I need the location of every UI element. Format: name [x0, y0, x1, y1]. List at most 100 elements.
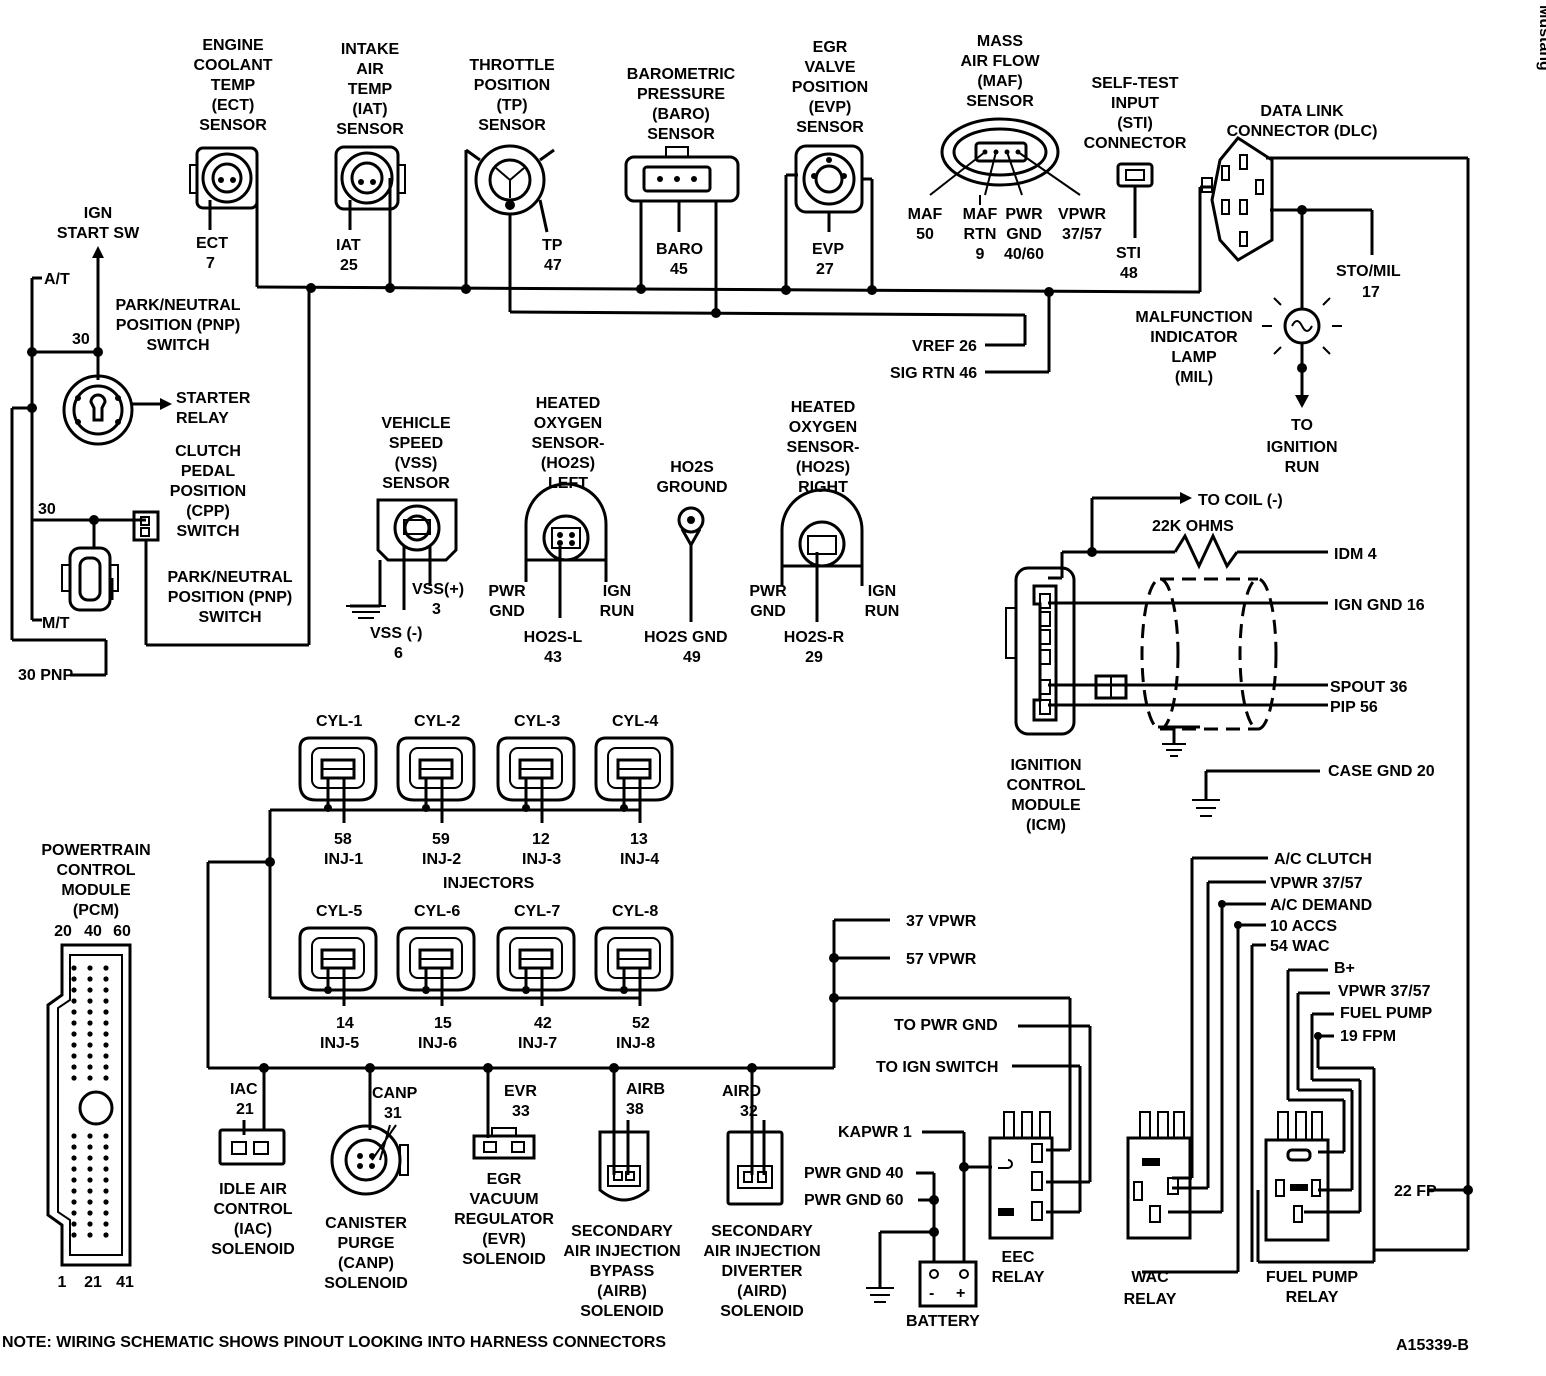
pwr-gnd-60-label: PWR GND 60 — [804, 1192, 904, 1209]
svg-text:20: 20 — [54, 923, 72, 940]
case-gnd-label: CASE GND 20 — [1328, 763, 1435, 780]
evp-sensor-label: EGR VALVE POSITION (EVP) SENSOR — [792, 39, 868, 136]
tp-connector-icon — [464, 144, 555, 312]
svg-text:RTN: RTN — [964, 226, 997, 243]
svg-text:GND: GND — [489, 603, 525, 620]
svg-text:(BARO): (BARO) — [652, 106, 710, 123]
pcm-label: POWERTRAIN CONTROL MODULE (PCM) — [41, 842, 150, 919]
injector-pin-number: 52 — [632, 1015, 650, 1032]
svg-text:OXYGEN: OXYGEN — [534, 415, 602, 432]
svg-text:REGULATOR: REGULATOR — [454, 1211, 554, 1228]
injector-name: INJ-7 — [518, 1035, 557, 1052]
fuel-pump-relay-wiring — [1256, 968, 1473, 1264]
fp22-label: 22 FP — [1394, 1183, 1437, 1200]
vss-plus-number: 3 — [432, 601, 441, 618]
svg-text:FUEL PUMP: FUEL PUMP — [1266, 1269, 1358, 1286]
pnp30-label: 30 PNP — [18, 667, 73, 684]
svg-text:INTAKE: INTAKE — [341, 41, 400, 58]
svg-text:RELAY: RELAY — [176, 410, 229, 427]
baro-pin-name: BARO — [656, 241, 703, 258]
injector-row-top: CYL-158INJ-1CYL-259INJ-2CYL-312INJ-3CYL-… — [298, 713, 674, 868]
svg-text:BYPASS: BYPASS — [590, 1263, 655, 1280]
svg-text:SWITCH: SWITCH — [176, 523, 239, 540]
ho2s-left-pins: PWR GND IGN RUN HO2S-L 43 — [488, 583, 634, 666]
svg-text:PWR: PWR — [749, 583, 787, 600]
accs-label: 10 ACCS — [1270, 918, 1337, 935]
pcm-bottom-pins: 1 21 41 — [58, 1274, 134, 1291]
wac-relay-wiring — [1142, 856, 1268, 1274]
svg-text:POWERTRAIN: POWERTRAIN — [41, 842, 150, 859]
svg-text:9: 9 — [976, 246, 985, 263]
ect-connector-icon — [189, 146, 259, 287]
svg-text:SENSOR: SENSOR — [199, 117, 267, 134]
svg-text:POSITION: POSITION — [170, 483, 246, 500]
iat-pin-name: IAT — [336, 237, 361, 254]
svg-text:(HO2S): (HO2S) — [796, 459, 850, 476]
injector-row-bottom: CYL-514INJ-5CYL-615INJ-6CYL-742INJ-7CYL-… — [298, 903, 674, 1052]
svg-text:START SW: START SW — [57, 225, 140, 242]
svg-text:RUN: RUN — [600, 603, 635, 620]
baro-sensor-label: BAROMETRIC PRESSURE (BARO) SENSOR — [627, 66, 736, 143]
vss-minus-name: VSS (-) — [370, 625, 422, 642]
pnp-switch-bottom-label: PARK/NEUTRAL POSITION (PNP) SWITCH — [167, 569, 292, 626]
sto-mil-number: 17 — [1362, 284, 1380, 301]
evr-pin-number: 33 — [512, 1103, 530, 1120]
svg-text:INPUT: INPUT — [1111, 95, 1159, 112]
mil-label: MALFUNCTION INDICATOR LAMP (MIL) — [1135, 309, 1252, 386]
injector-name: INJ-2 — [422, 851, 461, 868]
svg-text:SOLENOID: SOLENOID — [324, 1275, 408, 1292]
svg-text:CONTROL: CONTROL — [56, 862, 135, 879]
fuel-pump-relay-icon — [1264, 1111, 1330, 1242]
svg-text:HO2S-L: HO2S-L — [524, 629, 583, 646]
evr-solenoid-icon — [472, 1068, 536, 1160]
svg-text:MAF: MAF — [908, 206, 943, 223]
injector-name: INJ-6 — [418, 1035, 457, 1052]
injector-name: INJ-8 — [616, 1035, 655, 1052]
svg-text:HEATED: HEATED — [536, 395, 601, 412]
svg-text:DATA LINK: DATA LINK — [1260, 103, 1344, 120]
svg-text:SWITCH: SWITCH — [198, 609, 261, 626]
svg-text:VALVE: VALVE — [805, 59, 856, 76]
svg-text:(IAT): (IAT) — [352, 101, 387, 118]
svg-text:LAMP: LAMP — [1171, 349, 1217, 366]
to-coil-label: TO COIL (-) — [1198, 492, 1283, 509]
schematic-note: NOTE: WIRING SCHEMATIC SHOWS PINOUT LOOK… — [2, 1334, 666, 1351]
injector-cylinder-label: CYL-7 — [514, 903, 560, 920]
svg-text:BAROMETRIC: BAROMETRIC — [627, 66, 736, 83]
ho2s-right-pins: PWR GND IGN RUN HO2S-R 29 — [749, 583, 899, 666]
icm-shield-icon — [1094, 577, 1278, 731]
svg-text:RELAY: RELAY — [1286, 1289, 1339, 1306]
battery-icon — [918, 1260, 978, 1308]
injector-cylinder-label: CYL-6 — [414, 903, 460, 920]
svg-text:ENGINE: ENGINE — [202, 37, 264, 54]
pin30-label-a: 30 — [72, 331, 90, 348]
kapwr-label: KAPWR 1 — [838, 1124, 912, 1141]
svg-text:GND: GND — [1006, 226, 1042, 243]
ect-pin-number: 7 — [206, 255, 215, 272]
airb-solenoid-icon — [598, 1068, 650, 1202]
svg-text:AIR INJECTION: AIR INJECTION — [703, 1243, 820, 1260]
canp-solenoid-icon — [330, 1068, 409, 1196]
ect-sensor-label: ENGINE COOLANT TEMP (ECT) SENSOR — [193, 37, 272, 134]
svg-text:SENSOR-: SENSOR- — [787, 439, 860, 456]
svg-text:TEMP: TEMP — [348, 81, 393, 98]
svg-text:SECONDARY: SECONDARY — [571, 1223, 673, 1240]
svg-text:(CPP): (CPP) — [186, 503, 230, 520]
brand-label: Mustang — [1536, 5, 1546, 71]
aird-solenoid-icon — [726, 1068, 784, 1206]
svg-text:(VSS): (VSS) — [395, 455, 438, 472]
injector-pin-number: 59 — [432, 831, 450, 848]
ho2s-right-label: HEATED OXYGEN SENSOR- (HO2S) RIGHT — [787, 399, 860, 496]
svg-text:PEDAL: PEDAL — [181, 463, 235, 480]
evp-pin-name: EVP — [812, 241, 844, 258]
svg-text:PURGE: PURGE — [338, 1235, 395, 1252]
svg-text:GND: GND — [750, 603, 786, 620]
injector-name: INJ-1 — [324, 851, 363, 868]
cpp-switch-icon — [132, 510, 160, 542]
iat-pin-number: 25 — [340, 257, 358, 274]
spout-label: SPOUT 36 — [1330, 679, 1407, 696]
injector-cylinder-label: CYL-3 — [514, 713, 560, 730]
